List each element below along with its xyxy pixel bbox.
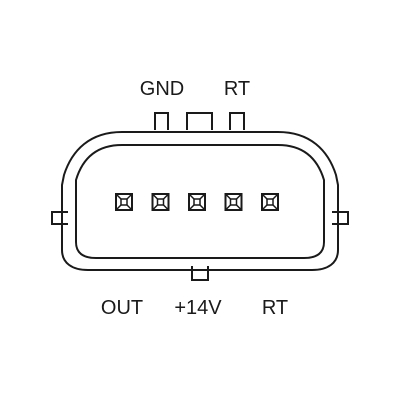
pin-terminal-2	[151, 193, 170, 211]
side-tab-left	[51, 211, 68, 225]
pin-square	[224, 193, 243, 211]
pin-square	[151, 193, 170, 211]
pin-square	[188, 193, 206, 211]
label-rt-bottom: RT	[262, 297, 288, 319]
pin-contact	[193, 198, 201, 206]
pin-terminal-1	[115, 193, 133, 211]
pin-square	[261, 193, 279, 211]
label-plus14v: +14V	[174, 297, 222, 319]
pin-square	[115, 193, 133, 211]
connector-inner-shell	[75, 144, 325, 259]
pin-contact	[229, 198, 238, 206]
top-tab-right	[229, 112, 245, 130]
pin-terminal-4	[224, 193, 243, 211]
top-key-tab	[186, 112, 213, 130]
pin-contact	[120, 198, 128, 206]
side-tab-right	[332, 211, 349, 225]
pin-contact	[156, 198, 165, 206]
pin-terminal-3	[188, 193, 206, 211]
label-out: OUT	[101, 297, 143, 319]
label-gnd: GND	[140, 78, 184, 100]
label-rt-top: RT	[224, 78, 250, 100]
pin-row	[115, 193, 279, 211]
bottom-key	[191, 266, 209, 281]
pin-contact	[266, 198, 274, 206]
connector-outer-shell	[61, 131, 339, 271]
connector-housing	[51, 112, 349, 281]
pin-terminal-5	[261, 193, 279, 211]
top-tab-left	[154, 112, 169, 130]
